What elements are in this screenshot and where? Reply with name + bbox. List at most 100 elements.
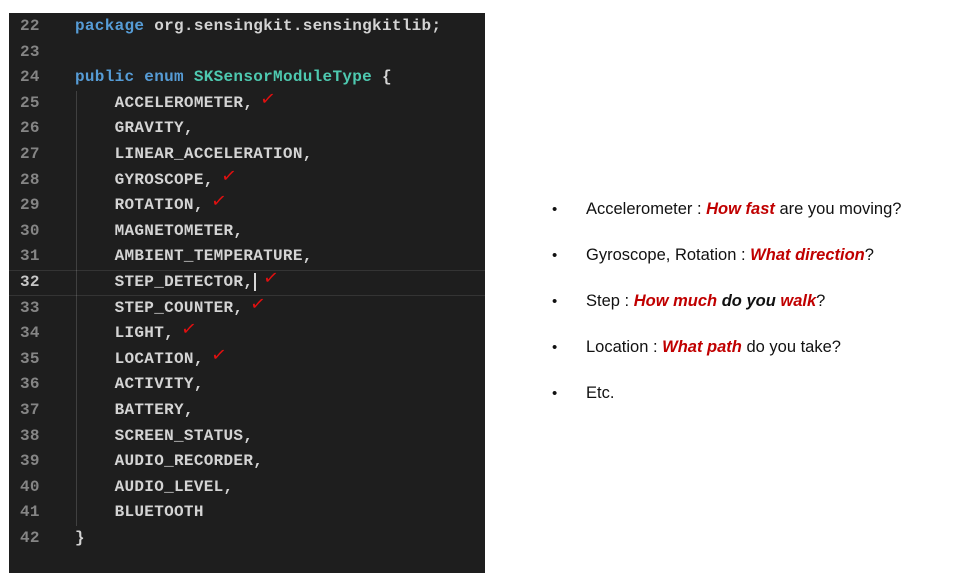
- code-line[interactable]: 28 GYROSCOPE,✓: [9, 164, 485, 194]
- line-number: 22: [20, 17, 40, 35]
- text-segment: ?: [864, 246, 874, 264]
- line-number: 38: [20, 426, 40, 445]
- code-text: LOCATION,✓: [75, 344, 227, 373]
- list-item: • Step : How much do you walk?: [552, 292, 901, 312]
- code-lines: 22 package org.sensingkit.sensingkitlib;…: [9, 13, 485, 551]
- text-segment: Gyroscope, Rotation :: [586, 246, 751, 264]
- bullet-text: Step : How much do you walk?: [586, 292, 825, 311]
- code-text: AUDIO_LEVEL,: [75, 475, 234, 501]
- code-line[interactable]: 24 public enum SKSensorModuleType {: [9, 65, 485, 91]
- line-number: 26: [20, 119, 40, 138]
- code-text: AMBIENT_TEMPERATURE,: [75, 244, 313, 270]
- code-line[interactable]: 23: [9, 40, 485, 66]
- line-number: 27: [20, 144, 40, 163]
- code-token: STEP_DETECTOR,: [75, 272, 254, 291]
- code-token: LIGHT,: [75, 324, 175, 343]
- code-token: public enum: [75, 68, 194, 87]
- code-token: BLUETOOTH: [75, 503, 204, 522]
- code-line[interactable]: 42 }: [9, 526, 485, 552]
- code-line[interactable]: 40 AUDIO_LEVEL,: [9, 475, 485, 501]
- code-token: BATTERY,: [75, 400, 194, 419]
- text-segment: are you moving?: [774, 200, 902, 218]
- code-line[interactable]: 30 MAGNETOMETER,: [9, 219, 485, 245]
- line-number: 24: [20, 68, 40, 87]
- code-line[interactable]: 38 SCREEN_STATUS,: [9, 424, 485, 450]
- bullet-icon: •: [552, 247, 558, 264]
- text-segment: ?: [816, 292, 826, 310]
- code-line[interactable]: 34 LIGHT, ✓: [9, 318, 485, 347]
- line-number: 35: [20, 349, 40, 368]
- code-line[interactable]: 35 LOCATION,✓: [9, 344, 485, 373]
- code-line[interactable]: 31 AMBIENT_TEMPERATURE,: [9, 244, 485, 270]
- indent-guide: [76, 91, 77, 526]
- code-token: AUDIO_LEVEL,: [75, 477, 234, 496]
- code-text: GYROSCOPE,✓: [75, 164, 237, 194]
- line-number: 31: [20, 247, 40, 266]
- code-line[interactable]: 36 ACTIVITY,: [9, 372, 485, 398]
- check-icon: ✓: [263, 267, 279, 292]
- check-icon: ✓: [220, 164, 237, 190]
- code-line[interactable]: 29 ROTATION, ✓: [9, 190, 485, 219]
- bullet-text: Gyroscope, Rotation : What direction?: [586, 246, 874, 265]
- code-text: AUDIO_RECORDER,: [75, 449, 263, 475]
- code-token: SKSensorModuleType: [193, 68, 373, 87]
- code-text: package org.sensingkit.sensingkitlib;: [75, 14, 441, 40]
- code-text: STEP_COUNTER,✓: [75, 293, 266, 322]
- code-text: LINEAR_ACCELERATION,: [75, 142, 313, 168]
- code-text: STEP_DETECTOR, ✓: [75, 267, 279, 296]
- bullet-icon: •: [552, 339, 558, 356]
- check-icon: ✓: [210, 190, 227, 215]
- list-item: • Etc.: [552, 384, 901, 404]
- text-segment: What direction: [750, 246, 865, 264]
- code-text: BATTERY,: [75, 398, 194, 424]
- code-text: MAGNETOMETER,: [75, 219, 243, 245]
- line-number: 34: [20, 324, 40, 343]
- code-text: SCREEN_STATUS,: [75, 424, 253, 450]
- code-text: ACTIVITY,: [75, 372, 204, 398]
- line-number: 29: [20, 196, 40, 215]
- code-text: BLUETOOTH: [75, 500, 204, 526]
- check-icon: ✓: [260, 88, 276, 113]
- text-segment: do you take?: [741, 338, 841, 356]
- code-line[interactable]: 39 AUDIO_RECORDER,: [9, 449, 485, 475]
- code-token: ACTIVITY,: [75, 375, 204, 394]
- code-line[interactable]: 33 STEP_COUNTER,✓: [9, 293, 485, 322]
- text-segment: Step :: [586, 292, 634, 310]
- text-segment: do you: [717, 292, 781, 310]
- code-token: LOCATION,: [75, 349, 204, 368]
- code-line[interactable]: 37 BATTERY,: [9, 398, 485, 424]
- text-segment: How much: [633, 292, 718, 310]
- bullet-text: Accelerometer : How fast are you moving?: [586, 200, 901, 219]
- code-token: ROTATION,: [75, 196, 204, 215]
- code-line[interactable]: 32 STEP_DETECTOR, ✓: [9, 267, 485, 296]
- check-icon: ✓: [180, 318, 197, 343]
- code-line[interactable]: 26 GRAVITY,: [9, 116, 485, 142]
- code-line[interactable]: 41 BLUETOOTH: [9, 500, 485, 526]
- code-text: ACCELEROMETER,✓: [75, 88, 276, 117]
- code-text: LIGHT, ✓: [75, 318, 197, 347]
- code-line[interactable]: 22 package org.sensingkit.sensingkitlib;: [9, 14, 485, 40]
- line-number: 32: [20, 272, 40, 291]
- code-token: LINEAR_ACCELERATION,: [75, 144, 313, 163]
- code-token: AMBIENT_TEMPERATURE,: [75, 247, 313, 266]
- line-number: 30: [20, 221, 40, 240]
- code-token: AUDIO_RECORDER,: [75, 452, 264, 471]
- code-editor[interactable]: 22 package org.sensingkit.sensingkitlib;…: [9, 13, 485, 573]
- line-number: 40: [20, 477, 40, 496]
- line-number: 37: [20, 400, 40, 419]
- bullet-icon: •: [552, 385, 558, 402]
- code-token: STEP_COUNTER,: [75, 298, 244, 317]
- list-item: • Gyroscope, Rotation : What direction?: [552, 246, 901, 266]
- code-line[interactable]: 25 ACCELEROMETER,✓: [9, 88, 485, 117]
- code-token: MAGNETOMETER,: [75, 221, 244, 240]
- line-number: 42: [20, 528, 40, 547]
- code-line[interactable]: 27 LINEAR_ACCELERATION,: [9, 142, 485, 168]
- text-segment: Location :: [586, 338, 663, 356]
- notes-list: • Accelerometer : How fast are you movin…: [552, 200, 901, 430]
- code-text: public enum SKSensorModuleType {: [75, 65, 392, 91]
- line-number: 25: [20, 93, 40, 112]
- code-text: }: [75, 526, 85, 552]
- code-text: ROTATION, ✓: [75, 190, 227, 219]
- bullet-text: Etc.: [586, 384, 614, 403]
